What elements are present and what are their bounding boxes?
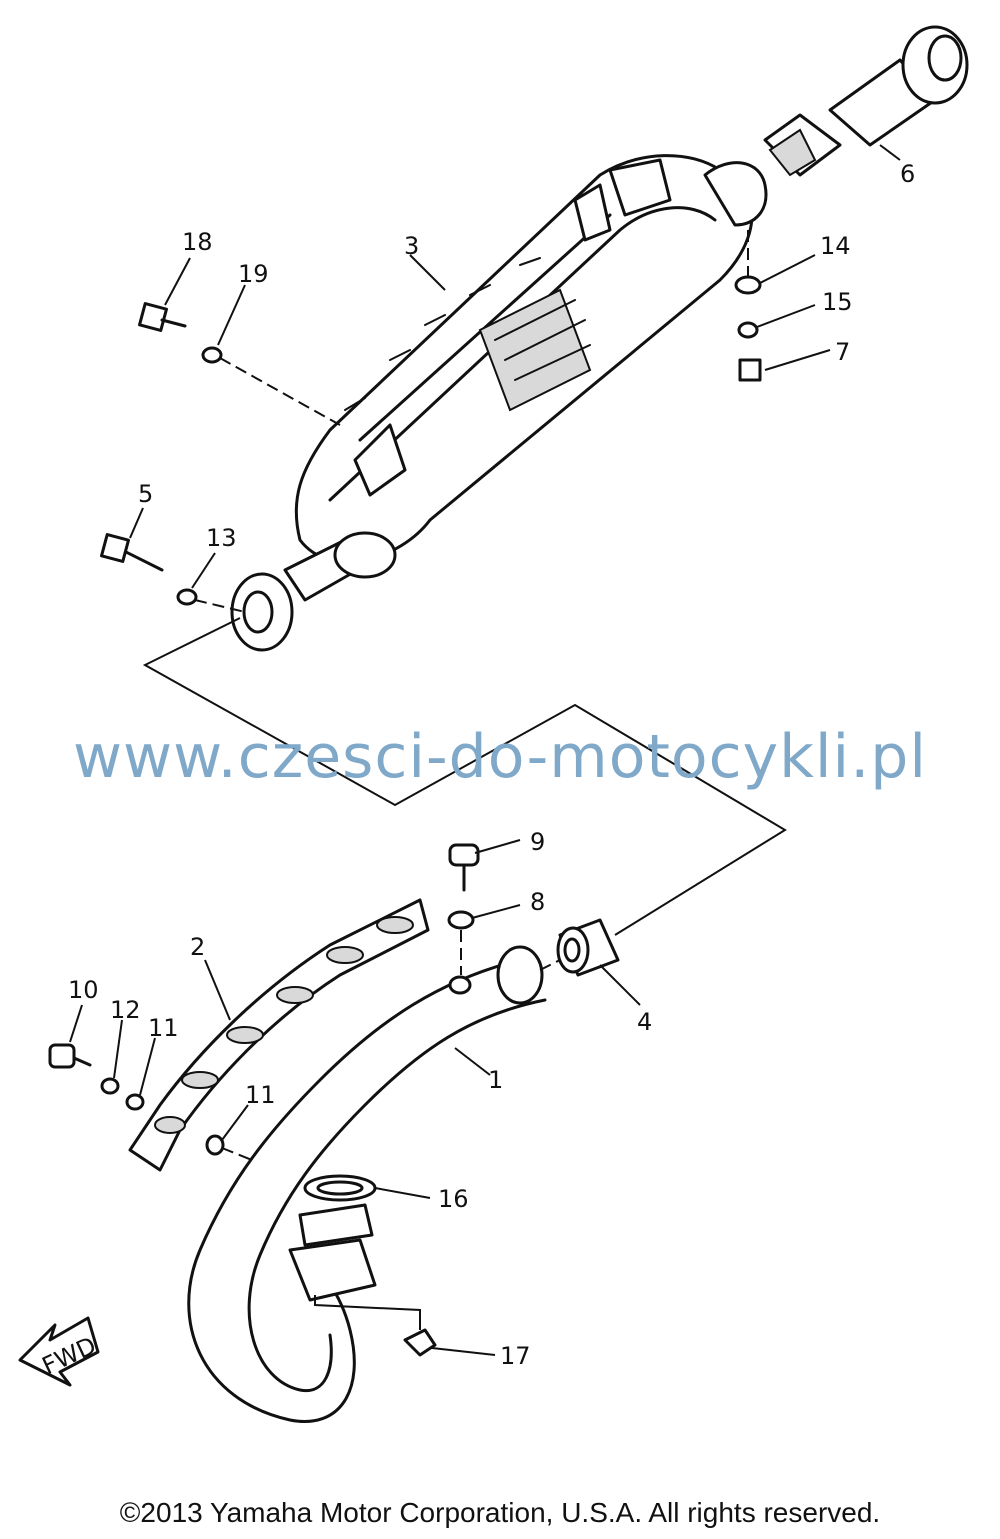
watermark-url: www.czesci-do-motocykli.pl [72,722,928,792]
callout-5: 5 [138,480,153,508]
nut-15 [737,321,759,339]
callout-8: 8 [530,888,545,916]
assembly-line-13 [194,599,246,613]
callout-9: 9 [530,828,545,856]
callout-10: 10 [68,976,99,1004]
joint-ring [556,918,620,977]
callout-1: 1 [488,1066,503,1094]
tailpipe-end [763,25,969,177]
callout-7: 7 [835,338,850,366]
callout-4: 4 [637,1008,652,1036]
callout-numbers: 3 6 14 15 7 18 19 5 13 9 8 2 4 10 12 11 … [68,160,915,1370]
washer-19 [201,346,223,364]
washer-8 [447,910,475,930]
exhaust-header-pipe [187,945,547,1423]
washer-11a [125,1093,145,1111]
assembly-line-11 [221,1147,253,1161]
callout-3: 3 [404,232,419,260]
assembly-line-19 [219,357,341,426]
gasket [303,1174,377,1202]
muffler-assembly [230,154,768,652]
washer-11b [205,1134,225,1156]
callout-2: 2 [190,933,205,961]
nut-17 [403,1328,437,1357]
callout-15: 15 [822,288,853,316]
callout-11b: 11 [245,1081,276,1109]
leader-lines [69,144,901,1356]
assembly-line-4 [539,959,561,971]
assembly-outline [142,617,787,936]
washer-13 [176,588,198,606]
washer-12 [100,1077,120,1095]
callout-6: 6 [900,160,915,188]
copyright-notice: ©2013 Yamaha Motor Corporation, U.S.A. A… [119,1497,881,1528]
washer-14 [734,275,762,295]
callout-13: 13 [206,524,237,552]
bolt-10 [48,1043,92,1069]
heat-protector [128,898,430,1172]
callout-16: 16 [438,1185,469,1213]
fwd-arrow-icon: FWD [18,1316,100,1387]
bolt-7 [738,358,762,382]
callout-18: 18 [182,228,213,256]
bolt-18 [138,302,187,332]
callout-12: 12 [110,996,141,1024]
callout-17: 17 [500,1342,531,1370]
callout-19: 19 [238,260,269,288]
callout-14: 14 [820,232,851,260]
callout-11a: 11 [148,1014,179,1042]
bolt-5 [100,533,164,572]
bolt-9 [448,843,480,892]
